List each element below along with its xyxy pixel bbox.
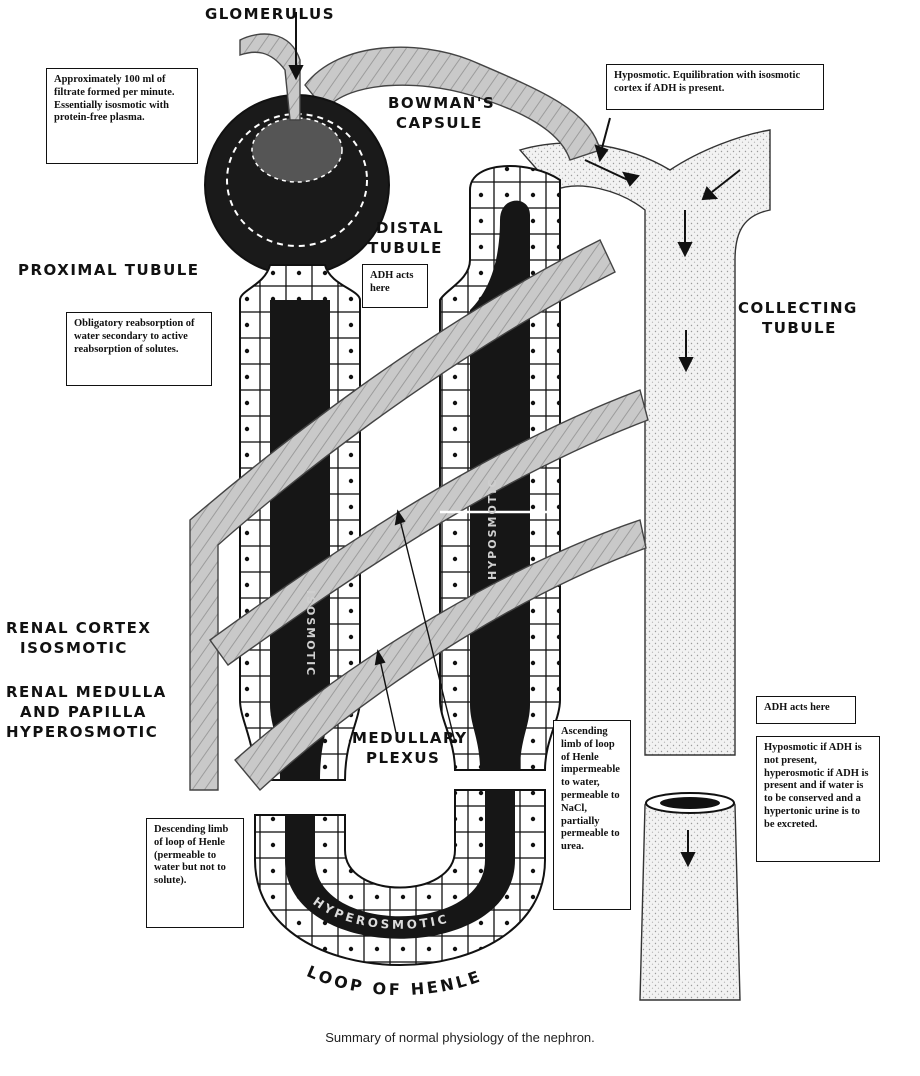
ascending-limb-note: Ascending limb of loop of Henle impermea… (553, 720, 631, 910)
glomerulus-label: GLOMERULUS (205, 5, 335, 23)
loop-of-henle-label: LOOP OF HENLE (304, 962, 485, 999)
peritubular-vessels (189, 239, 649, 792)
medullary-plexus-label-2: PLEXUS (366, 749, 441, 767)
hyposmotic-inner-label: HYPOSMOTIC (486, 478, 499, 580)
flow-arrows (288, 12, 741, 868)
distal-tubule-label-1: DISTAL (376, 219, 445, 237)
collecting-tubule-label-2: TUBULE (762, 319, 837, 337)
medullary-plexus-label-1: MEDULLARY (352, 729, 468, 747)
descending-limb-note: Descending limb of loop of Henle (permea… (146, 818, 244, 928)
bowmans-capsule-label-1: BOWMAN'S (388, 94, 496, 112)
hyposmotic-cortex-note: Hyposmotic. Equilibration with isosmotic… (606, 64, 824, 110)
bowmans-capsule-label-2: CAPSULE (396, 114, 483, 132)
collecting-tubule-label-1: COLLECTING (738, 299, 858, 317)
renal-medulla-label-3: HYPEROSMOTIC (6, 723, 159, 741)
adh-collecting-note: ADH acts here (756, 696, 856, 724)
filtrate-note: Approximately 100 ml of filtrate formed … (46, 68, 198, 164)
figure-caption: Summary of normal physiology of the neph… (325, 1030, 595, 1045)
hyposmotic-final-note: Hyposmotic if ADH is not present, hypero… (756, 736, 880, 862)
collecting-tubule (518, 129, 771, 1001)
renal-cortex-label-1: RENAL CORTEX (6, 619, 152, 637)
loop-of-henle (254, 789, 546, 966)
proximal-tubule-label: PROXIMAL TUBULE (18, 261, 200, 279)
renal-cortex-label-2: ISOSMOTIC (20, 639, 128, 657)
isosmotic-inner-label: ISOSMOTIC (304, 590, 317, 677)
renal-medulla-label-1: RENAL MEDULLA (6, 683, 167, 701)
renal-medulla-label-2: AND PAPILLA (20, 703, 147, 721)
obligatory-reabsorption-note: Obligatory reabsorption of water seconda… (66, 312, 212, 386)
adh-distal-note: ADH acts here (362, 264, 428, 308)
distal-tubule-label-2: TUBULE (368, 239, 443, 257)
